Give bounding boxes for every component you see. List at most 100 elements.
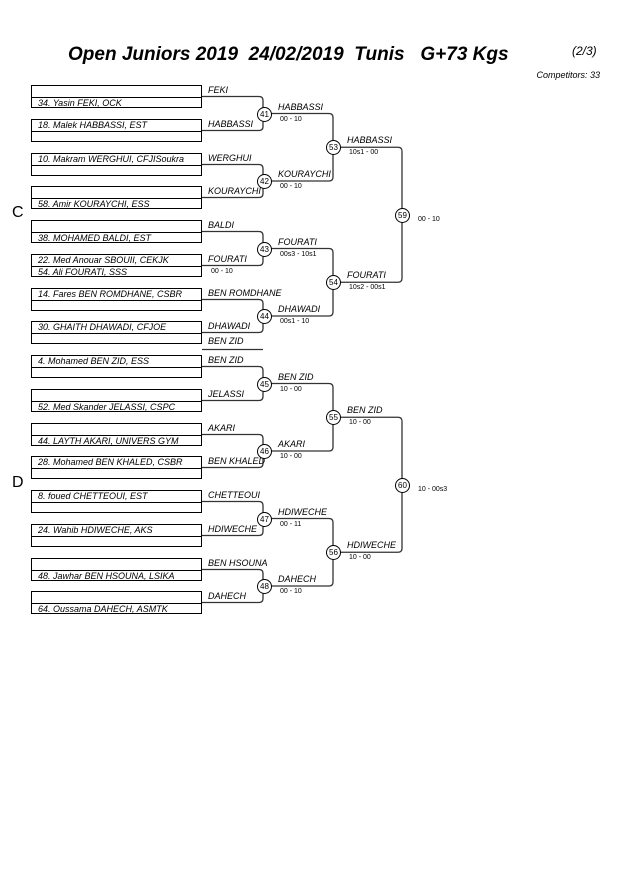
entrant-label: BEN KHALED <box>208 455 266 466</box>
competitor-name <box>32 424 201 436</box>
match-number: 48 <box>257 579 272 594</box>
entrant-label: AKARI <box>208 422 236 433</box>
match-score: 10 - 00 <box>349 419 371 427</box>
winner-label: AKARI <box>278 439 306 449</box>
competitor-box: 52. Med Skander JELASSI, CSPC <box>31 389 202 412</box>
match-number: 43 <box>257 241 272 257</box>
competitor-name <box>32 503 201 514</box>
winner-label: BEN ZID <box>278 371 314 382</box>
pool-label-c: C <box>12 204 24 221</box>
match-score: 10s2 - 00s1 <box>349 284 386 292</box>
match-number: 45 <box>257 376 272 392</box>
entrant-label: DHAWADI <box>208 320 251 331</box>
competitor-name <box>32 592 201 604</box>
competitors-count: Competitors: 33 <box>536 70 600 80</box>
competitor-name <box>32 86 201 98</box>
winner-label: HABBASSI <box>278 101 324 112</box>
competitor-box: 18. Malek HABBASSI, EST <box>31 119 202 142</box>
competitor-name: 30. GHAITH DHAWADI, CFJOE <box>32 322 201 334</box>
match-score: 00 - 10 <box>280 183 302 190</box>
match-number: 44 <box>257 309 272 324</box>
match-number: 47 <box>257 511 272 527</box>
competitor-box: 30. GHAITH DHAWADI, CFJOE <box>31 321 202 344</box>
competitor-box: 24. Wahib HDIWECHE, AKS <box>31 524 202 547</box>
match-score: 10s1 - 00 <box>349 149 379 157</box>
competitor-box: 34. Yasin FEKI, OCK <box>31 85 202 108</box>
pool-label-d: D <box>12 474 24 491</box>
competitor-name: 28. Mohamed BEN KHALED, CSBR <box>32 457 201 469</box>
entrant-label: HDIWECHE <box>208 523 257 534</box>
page-indicator: (2/3) <box>572 44 597 58</box>
competitor-name <box>32 537 201 548</box>
match-score: 10 - 00 <box>349 554 371 562</box>
competitor-name: 38. MOHAMED BALDI, EST <box>38 233 152 243</box>
match-score: 00 - 11 <box>280 520 302 528</box>
competitor-box: 64. Oussama DAHECH, ASMTK <box>31 591 202 614</box>
competitor-box: 14. Fares BEN ROMDHANE, CSBR <box>31 288 202 311</box>
match-score: 00 - 10 <box>280 588 302 595</box>
entrant-label: BEN HSOUNA <box>208 557 268 568</box>
winner-label: FOURATI <box>278 236 317 247</box>
winner-label: HABBASSI <box>347 135 393 146</box>
match-score: 00s1 - 10 <box>280 318 310 325</box>
entrant-label: DAHECH <box>208 590 247 601</box>
competitor-name: 54. Ali FOURATI, SSS <box>38 267 128 277</box>
match-number: 42 <box>257 174 272 189</box>
match-number: 54 <box>326 275 341 291</box>
competitor-box: 8. foued CHETTEOUI, EST <box>31 490 202 513</box>
competitor-name: 18. Malek HABBASSI, EST <box>32 120 201 132</box>
entrant-label: FOURATI <box>208 253 247 264</box>
competitor-name <box>32 469 201 480</box>
winner-label: DAHECH <box>278 574 317 584</box>
entrant-label: BALDI <box>208 219 235 230</box>
entrant-label: CHETTEOUI <box>208 489 261 500</box>
page-title: Open Juniors 2019 24/02/2019 Tunis G+73 … <box>68 44 509 65</box>
match-number: 56 <box>326 545 341 561</box>
winner-label: FOURATI <box>347 270 386 281</box>
entrant-label: WERGHUI <box>208 152 252 163</box>
competitor-box: 58. Amir KOURAYCHI, ESS <box>31 186 202 209</box>
competitor-name: 58. Amir KOURAYCHI, ESS <box>38 199 150 209</box>
competitor-name: 48. Jawhar BEN HSOUNA, LSIKA <box>38 571 175 581</box>
match-score: 00 - 10 <box>418 215 440 223</box>
winner-label: HDIWECHE <box>347 540 396 551</box>
competitor-box: 28. Mohamed BEN KHALED, CSBR <box>31 456 202 479</box>
entrant-label: KOURAYCHI <box>208 185 261 196</box>
match-number: 55 <box>326 410 341 426</box>
competitor-box: 4. Mohamed BEN ZID, ESS <box>31 355 202 378</box>
competitor-box: 10. Makram WERGHUI, CFJISoukra <box>31 153 202 176</box>
winner-label: HDIWECHE <box>278 506 327 517</box>
winner-label: KOURAYCHI <box>278 169 331 179</box>
entrant-label: BEN ZID <box>208 354 244 365</box>
winner-label: BEN ZID <box>347 405 383 416</box>
competitor-name: 4. Mohamed BEN ZID, ESS <box>32 356 201 368</box>
match-score: 10 - 00 <box>280 453 302 460</box>
match-score: 00 - 10 <box>280 115 302 123</box>
match-number: 41 <box>257 106 272 122</box>
competitor-name <box>32 301 201 312</box>
competitor-name: 8. foued CHETTEOUI, EST <box>32 491 201 503</box>
competitor-name <box>32 187 201 199</box>
match-score: 10 - 00 <box>280 385 302 393</box>
match-score: 00s3 - 10s1 <box>280 250 317 258</box>
competitor-name <box>32 221 201 233</box>
competitor-name: 34. Yasin FEKI, OCK <box>38 98 122 108</box>
match-number: 46 <box>257 444 272 459</box>
competitor-name <box>32 559 201 571</box>
competitor-name <box>32 132 201 143</box>
competitor-name: 52. Med Skander JELASSI, CSPC <box>38 402 176 412</box>
bracket-line <box>340 146 403 283</box>
match-number: 53 <box>326 140 341 156</box>
competitor-name: 24. Wahib HDIWECHE, AKS <box>32 525 201 537</box>
competitor-name: 44. LAYTH AKARI, UNIVERS GYM <box>38 436 179 446</box>
entrant-label: BEN ROMDHANE <box>208 287 282 298</box>
competitor-box: 48. Jawhar BEN HSOUNA, LSIKA <box>31 558 202 581</box>
match-number: 60 <box>395 477 410 493</box>
extra-label: BEN ZID <box>208 336 244 346</box>
competitor-name: 22. Med Anouar SBOUII, CEKJK <box>32 255 201 267</box>
competitor-name: 64. Oussama DAHECH, ASMTK <box>38 604 168 614</box>
competitor-name <box>32 390 201 402</box>
competitor-box: 38. MOHAMED BALDI, EST <box>31 220 202 243</box>
match-number: 59 <box>395 207 410 223</box>
